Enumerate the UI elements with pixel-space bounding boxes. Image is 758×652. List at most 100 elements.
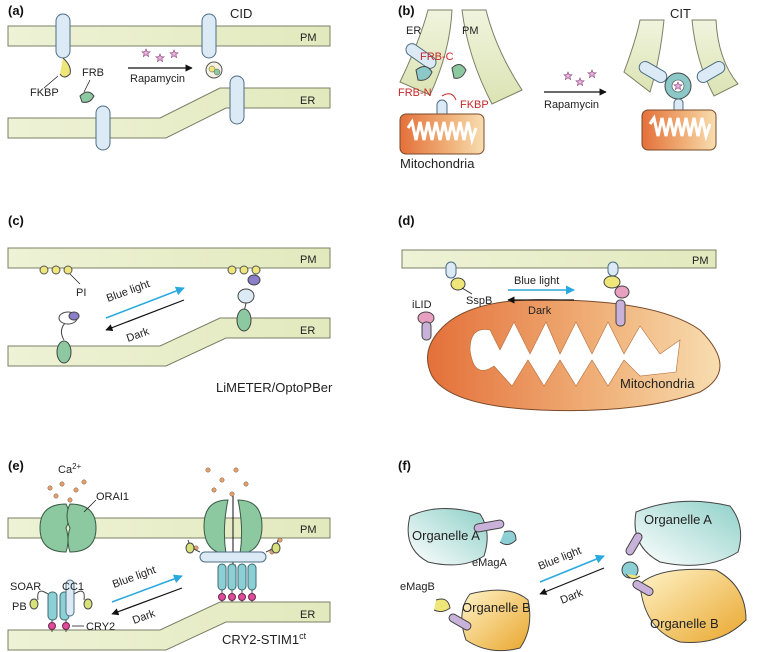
- ilid-domain: [614, 285, 630, 299]
- rapamycin-molecule: [169, 49, 179, 58]
- panel-f-letter: (f): [398, 458, 411, 473]
- fkbp-label: FKBP: [30, 87, 59, 99]
- cry2-stim1-dark: [29, 579, 93, 632]
- frb-c-domain: [451, 64, 467, 79]
- rapamycin-molecule: [587, 69, 597, 78]
- panel-a: (a) CID PM ER FKBP FRB Rapamycin: [7, 3, 331, 151]
- pm-anchor-protein: [696, 61, 726, 83]
- er-label: ER: [300, 95, 315, 107]
- frb-label: FRB: [82, 67, 104, 79]
- pb-label: PB: [12, 601, 27, 613]
- mito-cristae: [469, 321, 681, 387]
- blue-light-label: Blue light: [514, 275, 559, 287]
- panel-f: (f) Organelle A eMagA Organelle B eMagB …: [398, 458, 747, 652]
- emagb-anchor: [448, 613, 472, 631]
- sspb-domain: [603, 275, 621, 289]
- plasma-membrane: [7, 247, 331, 269]
- mito-label: Mitochondria: [400, 156, 475, 171]
- sspb-domain: [450, 277, 466, 291]
- emagb-anchor: [632, 580, 654, 596]
- frb-c-domain: [415, 66, 433, 81]
- blue-light-arrow: [539, 554, 605, 583]
- fkbp-domain: [59, 57, 71, 78]
- blue-light-arrow: [105, 286, 185, 319]
- plasma-membrane: [7, 25, 331, 47]
- panel-b-title: CIT: [670, 6, 691, 21]
- panel-a-letter: (a): [8, 3, 24, 18]
- panel-b: (b) ER PM FRB-C FRB-N FKBP Mitochondria …: [398, 3, 739, 171]
- organelle-b-label: Organelle B: [650, 616, 719, 631]
- pi-label: PI: [76, 287, 86, 299]
- cry2-stim1-oligomer: [185, 539, 281, 602]
- orai1-channel-open: [237, 499, 263, 555]
- emagb-label: eMagB: [400, 581, 435, 593]
- pb-domain: [68, 311, 80, 321]
- dark-label: Dark: [528, 305, 552, 317]
- emagb-domain: [433, 598, 451, 613]
- pi-lipid: [39, 265, 49, 275]
- organelle-b: [639, 568, 747, 644]
- er-anchor-protein: [236, 308, 252, 332]
- cry2-domain: [48, 622, 56, 630]
- panel-b-letter: (b): [398, 3, 415, 18]
- mito-label: Mitochondria: [620, 376, 695, 391]
- panel-e-letter: (e): [8, 458, 24, 473]
- plasma-membrane: [461, 9, 523, 105]
- rapamycin-molecule: [141, 48, 151, 57]
- cry2-domain: [62, 622, 70, 630]
- fkbp-domain: [441, 93, 457, 101]
- construct-name: LiMETER/OptoPBer: [216, 380, 333, 395]
- pm-label: PM: [300, 524, 317, 536]
- sspb-label: SspB: [466, 295, 492, 307]
- er-membrane: [7, 601, 331, 651]
- organelle-a: [407, 507, 488, 566]
- er-anchor-protein: [405, 43, 437, 69]
- plasma-membrane: [401, 249, 717, 269]
- panel-a-title: CID: [230, 6, 252, 21]
- rapamycin-molecule: [575, 77, 585, 86]
- plasma-membrane: [691, 19, 739, 97]
- er-anchor-protein: [638, 61, 668, 83]
- construct-name: CRY2-STIM1ct: [222, 631, 307, 647]
- orai1-channel: [39, 503, 70, 553]
- lov-domain: [237, 288, 255, 304]
- emaga-anchor: [473, 519, 505, 533]
- rapamycin-label: Rapamycin: [130, 73, 185, 85]
- orai1-label: ORAI1: [96, 491, 129, 503]
- rapamycin-molecule: [563, 71, 573, 80]
- emaga-anchor: [625, 532, 643, 556]
- orai1-channel: [66, 503, 97, 553]
- dark-arrow: [539, 567, 605, 595]
- panel-c: (c) PM ER PI Blue light Dark LiMETER/Opt…: [7, 213, 333, 395]
- pm-label: PM: [300, 32, 317, 44]
- dark-label: Dark: [559, 587, 585, 607]
- frb-c-label: FRB-C: [420, 51, 454, 63]
- emaga-domain: [499, 530, 517, 546]
- er-label: ER: [300, 609, 315, 621]
- cry2-label: CRY2: [86, 621, 115, 633]
- pm-anchor-protein: [55, 13, 71, 59]
- blue-light-arrow: [111, 574, 183, 603]
- rapamycin-label: Rapamycin: [544, 99, 599, 111]
- mito-cristae: [648, 114, 712, 142]
- blue-light-label: Blue light: [105, 278, 152, 305]
- mito-anchor-protein: [421, 321, 432, 341]
- cc1-label: CC1: [62, 581, 84, 593]
- orai1-channel-open: [203, 499, 229, 555]
- fkbp-label: FKBP: [460, 99, 489, 111]
- ilid-label: iLID: [412, 299, 432, 311]
- panel-c-letter: (c): [8, 213, 24, 228]
- calcium-label: Ca2+: [58, 462, 82, 476]
- er-anchor-protein: [229, 75, 245, 125]
- pb-domain: [247, 274, 261, 286]
- blue-light-label: Blue light: [537, 545, 583, 573]
- er-membrane: [7, 317, 331, 367]
- rapamycin-molecule: [155, 53, 165, 62]
- pm-label: PM: [300, 254, 317, 266]
- panel-d: (d) PM Mitochondria SspB iLID Blue light…: [398, 213, 721, 412]
- organelle-a-label: Organelle A: [644, 512, 712, 527]
- pm-label: PM: [462, 25, 479, 37]
- dark-label: Dark: [131, 607, 157, 626]
- blue-light-label: Blue light: [111, 564, 158, 591]
